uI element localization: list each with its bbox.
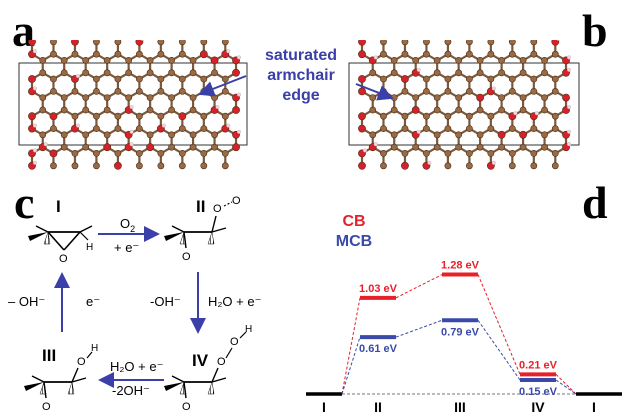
state-IV-label: IV	[192, 351, 209, 370]
energy-marks: 1.03 eV 1.28 eV 0.21 eV 0.61 eV 0.79 eV 0.15 …	[306, 260, 622, 414]
svg-text:O: O	[217, 356, 226, 368]
svg-text:O: O	[182, 251, 191, 263]
label-e-left: e⁻	[86, 294, 100, 309]
energy-diagram: CB MCB 1.03 eV 1.28 eV 0.21 eV 0.61 eV 0.79 …	[306, 213, 622, 414]
cb-connector	[477, 274, 521, 375]
svg-text:H: H	[245, 324, 252, 335]
mcb-connector	[395, 319, 443, 338]
svg-text:O: O	[232, 195, 241, 207]
x-label-2: III	[454, 399, 466, 414]
x-label-1: II	[374, 399, 382, 414]
label-h2o-e-bottom: H₂O + e⁻	[110, 359, 163, 374]
molecule-IV: O O O H	[164, 324, 252, 413]
graphene-lattice-a	[28, 40, 242, 170]
panel-label-c: c	[14, 177, 35, 228]
cb-value-IV: 0.21 eV	[519, 359, 558, 371]
reaction-cycle: I II III IV H O O O	[8, 195, 261, 413]
graphene-structure-a	[18, 40, 248, 170]
svg-text:H: H	[91, 343, 98, 354]
svg-text:O: O	[77, 356, 86, 368]
legend-mcb: MCB	[336, 233, 372, 250]
label-minus-oh-left: – OH⁻	[8, 294, 45, 309]
cb-value-II: 1.03 eV	[359, 283, 398, 295]
svg-text:O: O	[213, 203, 222, 215]
svg-text:O: O	[59, 253, 68, 265]
x-label-3: IV	[531, 399, 545, 414]
mcb-value-II: 0.61 eV	[359, 343, 398, 355]
legend-cb: CB	[342, 213, 365, 230]
cb-value-III: 1.28 eV	[441, 260, 480, 272]
label-o2: O2	[120, 216, 135, 234]
svg-text:O: O	[230, 336, 239, 348]
x-label-0: I	[322, 399, 326, 414]
mcb-connector	[555, 379, 577, 395]
label-h2o-e-right: H₂O + e⁻	[208, 294, 261, 309]
graphene-structure-b	[348, 40, 580, 170]
panel-label-b: b	[582, 5, 608, 56]
mcb-connector	[477, 319, 521, 381]
state-I-label: I	[56, 197, 61, 216]
cb-connector	[555, 374, 577, 395]
molecule-II: O O O	[164, 195, 241, 263]
mcb-value-III: 0.79 eV	[441, 326, 480, 338]
label-minus-2oh: -2OH⁻	[112, 383, 150, 398]
molecule-III: O O H	[24, 343, 98, 413]
svg-text:H: H	[86, 242, 93, 253]
svg-text:O: O	[182, 401, 191, 413]
graphene-lattice-b	[358, 40, 572, 170]
cb-connector	[395, 274, 443, 299]
state-III-label: III	[42, 346, 56, 365]
label-minus-oh-right: -OH⁻	[150, 294, 181, 309]
state-II-label: II	[196, 197, 205, 216]
mcb-connector	[341, 336, 361, 395]
cb-connector	[341, 297, 361, 395]
label-plus-e: + e⁻	[114, 240, 139, 255]
panel-label-d: d	[582, 177, 608, 228]
x-label-4: I	[592, 399, 596, 414]
molecule-I: H O	[28, 225, 93, 265]
svg-text:O: O	[42, 401, 51, 413]
mcb-value-IV: 0.15 eV	[519, 386, 558, 398]
saturated-armchair-edge-label: saturated armchair edge	[264, 47, 338, 104]
